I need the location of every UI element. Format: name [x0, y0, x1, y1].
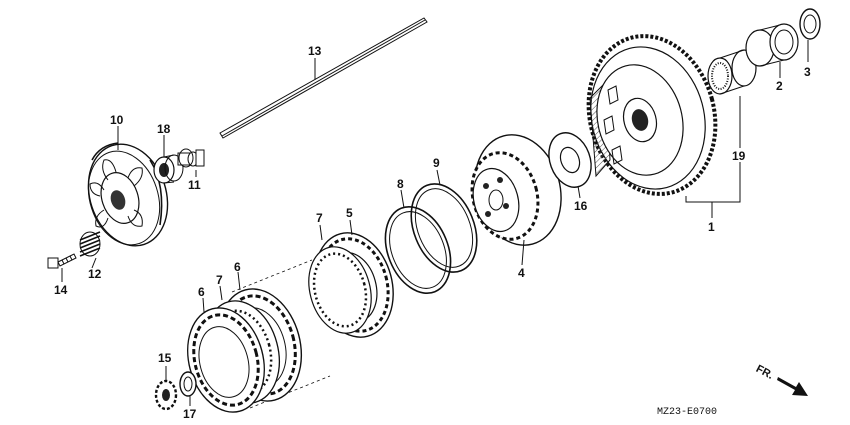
- friction-disc-part: [308, 246, 372, 334]
- bearing-part: [153, 154, 184, 184]
- front-arrow-icon: [777, 377, 808, 396]
- callout-9: 9: [433, 156, 440, 170]
- pressure-plate-part: [87, 142, 169, 247]
- callout-6: 6: [234, 260, 241, 274]
- front-direction-indicator: FR.: [754, 363, 808, 396]
- callout-14: 14: [54, 283, 68, 297]
- clutch-outer-part: [586, 34, 718, 196]
- callout-1: 1: [708, 220, 715, 234]
- callout-6: 6: [198, 285, 205, 299]
- callout-19: 19: [732, 149, 746, 163]
- callout-7: 7: [216, 273, 223, 287]
- leader-lines: [61, 40, 809, 406]
- washer-part: [799, 8, 821, 40]
- callout-3: 3: [804, 65, 811, 79]
- guide-collar-part: [745, 23, 799, 67]
- clutch-spring-part: [79, 231, 101, 257]
- callout-13: 13: [308, 44, 322, 58]
- lifter-piece-part: [177, 148, 205, 168]
- lock-nut-part: [154, 379, 178, 411]
- spring-seat-part: [384, 205, 452, 295]
- push-rod-part: [219, 17, 428, 139]
- needle-bearing-part: [707, 49, 757, 95]
- friction-disc-part: [187, 307, 265, 413]
- clutch-pack-envelope: [231, 259, 331, 409]
- callout-11: 11: [188, 178, 201, 192]
- callout-10: 10: [110, 113, 124, 127]
- callout-18: 18: [157, 122, 171, 136]
- clutch-center-part: [470, 134, 562, 246]
- callout-2: 2: [776, 79, 783, 93]
- callout-5: 5: [346, 206, 353, 220]
- front-label: FR.: [754, 363, 775, 382]
- callout-12: 12: [88, 267, 102, 281]
- bolt-part: [47, 253, 77, 269]
- drawing-code: MZ23-E0700: [657, 407, 717, 418]
- callout-8: 8: [397, 177, 404, 191]
- judder-spring-part: [410, 183, 478, 273]
- thrust-washer-part: [548, 132, 592, 188]
- callout-7: 7: [316, 211, 323, 225]
- callout-15: 15: [158, 351, 172, 365]
- washer-part: [179, 371, 197, 397]
- callout-4: 4: [518, 266, 525, 280]
- part-callouts: 13 10 18 11 12 14 7 5 6 7 6 8 9 4 15 17 …: [54, 44, 811, 421]
- callout-17: 17: [183, 407, 197, 421]
- callout-16: 16: [574, 199, 588, 213]
